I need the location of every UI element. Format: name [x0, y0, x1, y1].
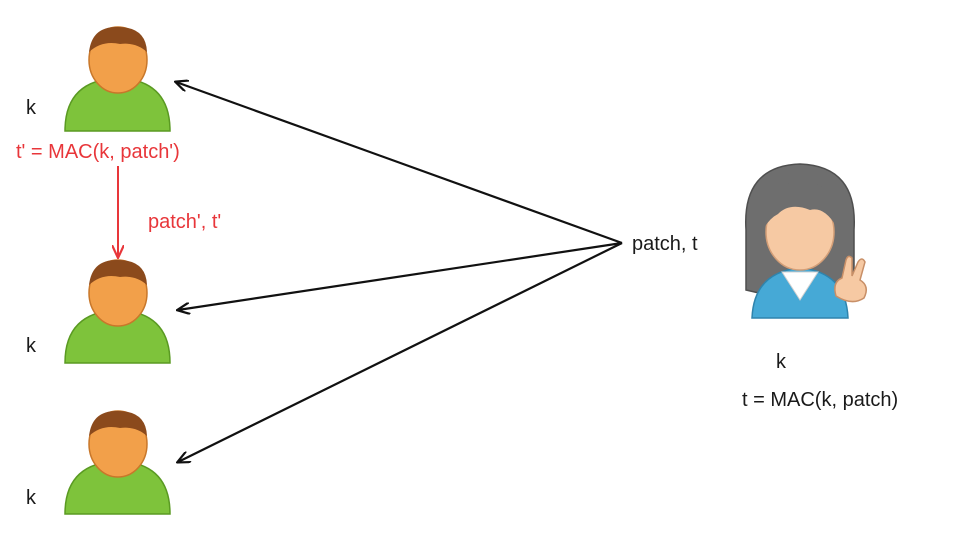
sender-tag-label: t = MAC(k, patch): [742, 389, 899, 411]
arrow-to-middle-user: [178, 241, 623, 310]
forged-tag-label: t' = MAC(k, patch'): [16, 141, 180, 163]
arrow-to-bottom-user: [178, 242, 623, 462]
user-icon-top: [64, 26, 171, 132]
forged-message-label: patch', t': [148, 211, 222, 233]
top-user-key-label: k: [26, 97, 36, 119]
user-icon-middle: [64, 259, 171, 364]
middle-user-key-label: k: [26, 335, 36, 357]
sender-key-label: k: [776, 351, 786, 373]
broadcast-label: patch, t: [632, 233, 698, 255]
bottom-user-key-label: k: [26, 487, 36, 509]
user-icon-bottom: [64, 410, 171, 515]
arrow-to-top-user: [176, 82, 623, 245]
sender-icon: [745, 163, 867, 319]
